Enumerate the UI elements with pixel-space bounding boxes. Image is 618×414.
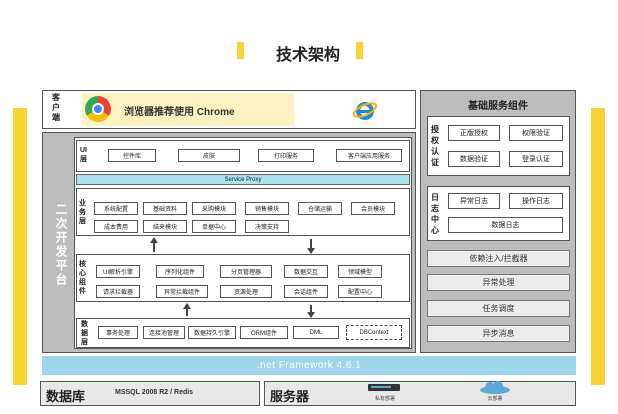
ui-layer-label: UI层 bbox=[80, 147, 87, 163]
private-deploy-label: 私有部署 bbox=[374, 396, 395, 402]
core-item-6: 请求拦截器 bbox=[96, 285, 140, 298]
biz-item-1: 系统配置 bbox=[94, 202, 138, 215]
cloud-deploy-label: 云部署 bbox=[487, 396, 503, 402]
chrome-icon bbox=[85, 96, 111, 122]
service-di-interceptor: 依赖注入/拦截器 bbox=[427, 250, 570, 267]
core-item-9: 会话组件 bbox=[284, 285, 328, 298]
auth-item-login: 登录认证 bbox=[509, 151, 563, 167]
biz-item-10: 决策支持 bbox=[245, 220, 289, 233]
biz-item-9: 单据中心 bbox=[192, 220, 236, 233]
data-item-1: 事务处理 bbox=[98, 326, 138, 339]
biz-item-3: 采购模块 bbox=[192, 202, 236, 215]
title-right-marker bbox=[356, 42, 363, 59]
core-item-3: 分页管理器 bbox=[220, 265, 272, 278]
core-item-10: 配置中心 bbox=[338, 285, 382, 298]
arrow-up-core-left bbox=[183, 303, 191, 316]
auth-label: 授权认证 bbox=[431, 125, 439, 167]
arrow-down-right bbox=[307, 239, 315, 254]
data-layer-label: 数据层 bbox=[81, 321, 88, 346]
data-item-3: 数据持久引擎 bbox=[188, 326, 236, 339]
biz-item-5: 仓储运输 bbox=[298, 202, 342, 215]
framework-bar: .net Framework 4.6.1 bbox=[42, 356, 576, 375]
platform-side-label: 二次开发平台 bbox=[54, 203, 68, 287]
server-label: 服务器 bbox=[270, 389, 310, 404]
data-item-5: DML bbox=[293, 326, 339, 339]
database-label: 数据库 bbox=[46, 389, 86, 404]
ie-icon bbox=[352, 98, 378, 122]
layers-panel bbox=[74, 137, 412, 349]
ui-item-controls: 控件库 bbox=[108, 149, 156, 162]
service-proxy-bar: Service Proxy bbox=[76, 174, 410, 185]
log-label: 日志中心 bbox=[431, 193, 439, 235]
biz-item-4: 销售模块 bbox=[245, 202, 289, 215]
business-layer-label: 业务层 bbox=[79, 200, 86, 225]
biz-item-7: 成本费用 bbox=[94, 220, 138, 233]
biz-item-2: 基础资料 bbox=[143, 202, 187, 215]
core-item-2: 序列化组件 bbox=[156, 265, 204, 278]
client-label: 客户端 bbox=[52, 93, 60, 122]
server-rack-icon bbox=[368, 384, 400, 391]
title-left-marker bbox=[237, 42, 244, 59]
ui-item-print: 打印服务 bbox=[258, 149, 314, 162]
auth-item-permission: 权限验证 bbox=[509, 125, 563, 141]
core-item-1: UI解析引擎 bbox=[96, 265, 140, 278]
cloud-icon bbox=[478, 381, 512, 394]
core-item-8: 资源处理 bbox=[220, 285, 272, 298]
auth-item-data: 数据验证 bbox=[448, 151, 500, 167]
log-item-operation: 操作日志 bbox=[509, 193, 563, 209]
service-async-message: 异步消息 bbox=[427, 325, 570, 342]
service-exception: 异常处理 bbox=[427, 274, 570, 291]
data-item-6: DBContext bbox=[346, 325, 402, 340]
core-item-7: 异常拦截组件 bbox=[156, 285, 208, 298]
chrome-banner bbox=[82, 93, 294, 126]
page-title: 技术架构 bbox=[275, 47, 340, 64]
left-accent-bar bbox=[13, 108, 27, 385]
core-layer-label: 核心组件 bbox=[79, 261, 86, 295]
biz-item-8: 结来模块 bbox=[143, 220, 187, 233]
database-panel bbox=[40, 381, 260, 406]
chrome-recommend-text: 浏览器推荐使用 Chrome bbox=[124, 107, 235, 118]
core-item-4: 数据交互 bbox=[284, 265, 328, 278]
log-item-exception: 异常日志 bbox=[448, 193, 500, 209]
biz-item-6: 会员模块 bbox=[351, 202, 395, 215]
data-item-4: ORM组件 bbox=[240, 326, 288, 339]
arrow-up-left bbox=[150, 237, 158, 252]
server-panel bbox=[264, 381, 576, 406]
database-detail: MSSQL 2008 R2 / Redis bbox=[115, 389, 194, 396]
auth-item-license: 正版授权 bbox=[448, 125, 500, 141]
ui-item-skin: 皮肤 bbox=[178, 149, 240, 162]
ui-item-client-app: 客户端应用服务 bbox=[336, 149, 402, 162]
core-item-5: 领域模型 bbox=[338, 265, 382, 278]
arrow-down-core-right bbox=[307, 305, 315, 318]
base-services-title: 基础服务组件 bbox=[468, 101, 528, 112]
log-item-data: 数据日志 bbox=[448, 217, 563, 233]
data-item-2: 连接池管理 bbox=[143, 326, 185, 339]
right-accent-bar bbox=[591, 108, 605, 385]
service-scheduler: 任务调度 bbox=[427, 300, 570, 317]
